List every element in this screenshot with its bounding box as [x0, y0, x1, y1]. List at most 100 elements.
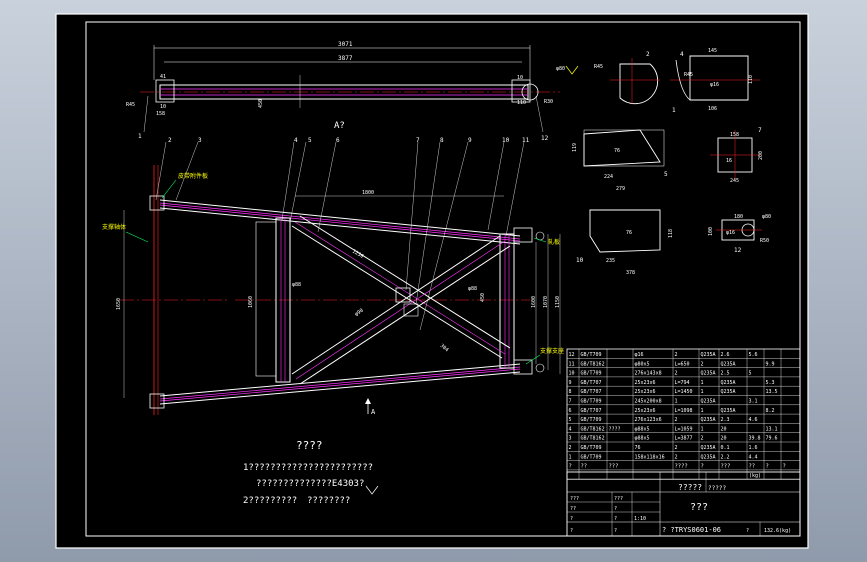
svg-text:?: ? — [614, 516, 617, 522]
bom-cell: 25x23x6 — [635, 389, 656, 395]
svg-text:145: 145 — [708, 48, 717, 54]
svg-text:279: 279 — [616, 186, 625, 192]
svg-text:378: 378 — [626, 270, 635, 276]
svg-text:1: 1 — [138, 133, 142, 140]
svg-text:16: 16 — [726, 158, 732, 164]
elevation-view: 3071 3877 450 41 10 158 R45 10 110 R30 φ… — [126, 41, 579, 142]
bom-cell: L=1059 — [675, 426, 693, 432]
bom-cell: GB/T8162 — [581, 436, 605, 442]
svg-text:110: 110 — [517, 100, 526, 106]
bom-cell: 5.6 — [749, 352, 758, 358]
notes-line-2: ??????????????E4303? — [256, 479, 364, 489]
diagonal-1 — [291, 215, 511, 359]
svg-text:5: 5 — [664, 171, 668, 178]
svg-text:180: 180 — [734, 214, 743, 220]
svg-text:5: 5 — [308, 137, 312, 144]
svg-text:2: 2 — [168, 137, 172, 144]
bom-cell: 8 — [569, 389, 572, 395]
svg-text:1800: 1800 — [362, 190, 374, 196]
bom-header-cell: ?? — [581, 464, 588, 470]
svg-text:R30: R30 — [544, 99, 553, 105]
bom-cell: 6 — [569, 408, 572, 414]
bom-cell: 2 — [675, 417, 678, 423]
total-weight: 132.6(kg) — [764, 528, 791, 534]
bom-cell: GB/T707 — [581, 380, 602, 386]
svg-text:450: 450 — [258, 99, 264, 108]
detail-end-plate — [689, 55, 749, 101]
svg-text:9: 9 — [468, 137, 472, 144]
svg-text:8: 8 — [440, 137, 444, 144]
bom-cell: 20 — [721, 436, 727, 442]
svg-text:235: 235 — [606, 258, 615, 264]
end-pipe-circle — [521, 83, 539, 101]
svg-text:10: 10 — [517, 75, 523, 81]
bom-cell: 1 — [701, 380, 704, 386]
svg-text:76: 76 — [614, 148, 620, 154]
bom-cell: 79.6 — [766, 436, 778, 442]
bom-cell: 9.9 — [766, 361, 775, 367]
bom-cell: φ88x5 — [635, 436, 650, 442]
svg-text:4: 4 — [680, 51, 684, 58]
svg-text:?: ? — [614, 506, 617, 512]
bom-cell: 13.1 — [766, 426, 778, 432]
notes-line-3a: 2????????? — [243, 496, 297, 506]
title-block: ????? ????? ??? ??? ??? ?? ? ? ? ? ? 1:1… — [566, 471, 801, 537]
bom-cell: 2.5 — [721, 371, 730, 377]
bom-cell: L=1098 — [675, 408, 693, 414]
bom-cell: 2 — [701, 361, 704, 367]
bom-cell: Q235A — [701, 417, 716, 423]
bom-cell: 13.5 — [766, 389, 778, 395]
bom-cell: 1 — [701, 389, 704, 395]
bom-header-cell: ? — [701, 464, 704, 470]
bom-cell: 245x200x8 — [635, 399, 662, 405]
svg-text:φ88: φ88 — [292, 282, 301, 288]
svg-text:A: A — [371, 408, 376, 416]
bom-cell: GB/T709 — [581, 371, 602, 377]
bom-cell: 7 — [569, 399, 572, 405]
svg-text:200: 200 — [758, 151, 764, 160]
svg-text:1060: 1060 — [248, 296, 254, 308]
svg-text:R45: R45 — [594, 64, 603, 70]
bom-cell: GB/T707 — [581, 408, 602, 414]
bom-cell: φ16 — [635, 352, 644, 358]
bom-cell: Q235A — [721, 380, 736, 386]
notes-line-1: 1??????????????????????? — [243, 463, 373, 473]
bom-cell: Q235A — [721, 408, 736, 414]
bom-cell: Q235A — [701, 371, 716, 377]
bom-cell: Q235A — [701, 352, 716, 358]
svg-text:R45: R45 — [684, 72, 693, 78]
bom-cell: 1 — [701, 426, 704, 432]
svg-text:1230: 1230 — [351, 249, 364, 260]
svg-text:41: 41 — [160, 74, 166, 80]
bom-cell: Q235A — [701, 399, 716, 405]
bom-cell: GB/T8162 — [581, 361, 605, 367]
svg-text:φ16: φ16 — [726, 230, 735, 236]
detail-views: R45 2 145 φ16 110 106 R45 4 1 76 224 279… — [572, 48, 771, 276]
bom-cell: 5 — [749, 371, 752, 377]
svg-text:10: 10 — [160, 104, 166, 110]
svg-text:???: ??? — [614, 496, 623, 502]
notes-line-3b: ???????? — [307, 496, 350, 506]
bom-cell: 12 — [569, 352, 575, 358]
bom-cell: 1 — [569, 454, 572, 460]
svg-text:110: 110 — [748, 75, 754, 84]
bom-cell: 4 — [569, 426, 572, 432]
bom-cell: 3.1 — [749, 399, 758, 405]
svg-text:R45: R45 — [126, 102, 135, 108]
svg-text:76: 76 — [626, 230, 632, 236]
bom-cell: φ88x5 — [635, 426, 650, 432]
bom-cell: Q235A — [721, 361, 736, 367]
svg-text:φ80: φ80 — [556, 66, 565, 72]
bom-unit: (kg) — [749, 473, 761, 479]
view-label: A? — [334, 121, 345, 131]
bom-cell: 2 — [675, 445, 678, 451]
svg-text:1150: 1150 — [555, 296, 561, 308]
svg-text:?: ? — [570, 528, 573, 534]
bom-cell: φ80x5 — [635, 361, 650, 367]
svg-text:3: 3 — [198, 137, 202, 144]
bom-cell: Q235A — [721, 389, 736, 395]
bom-cell: Q235A — [701, 445, 716, 451]
bom-cell: 2 — [675, 454, 678, 460]
svg-text:7: 7 — [416, 137, 420, 144]
